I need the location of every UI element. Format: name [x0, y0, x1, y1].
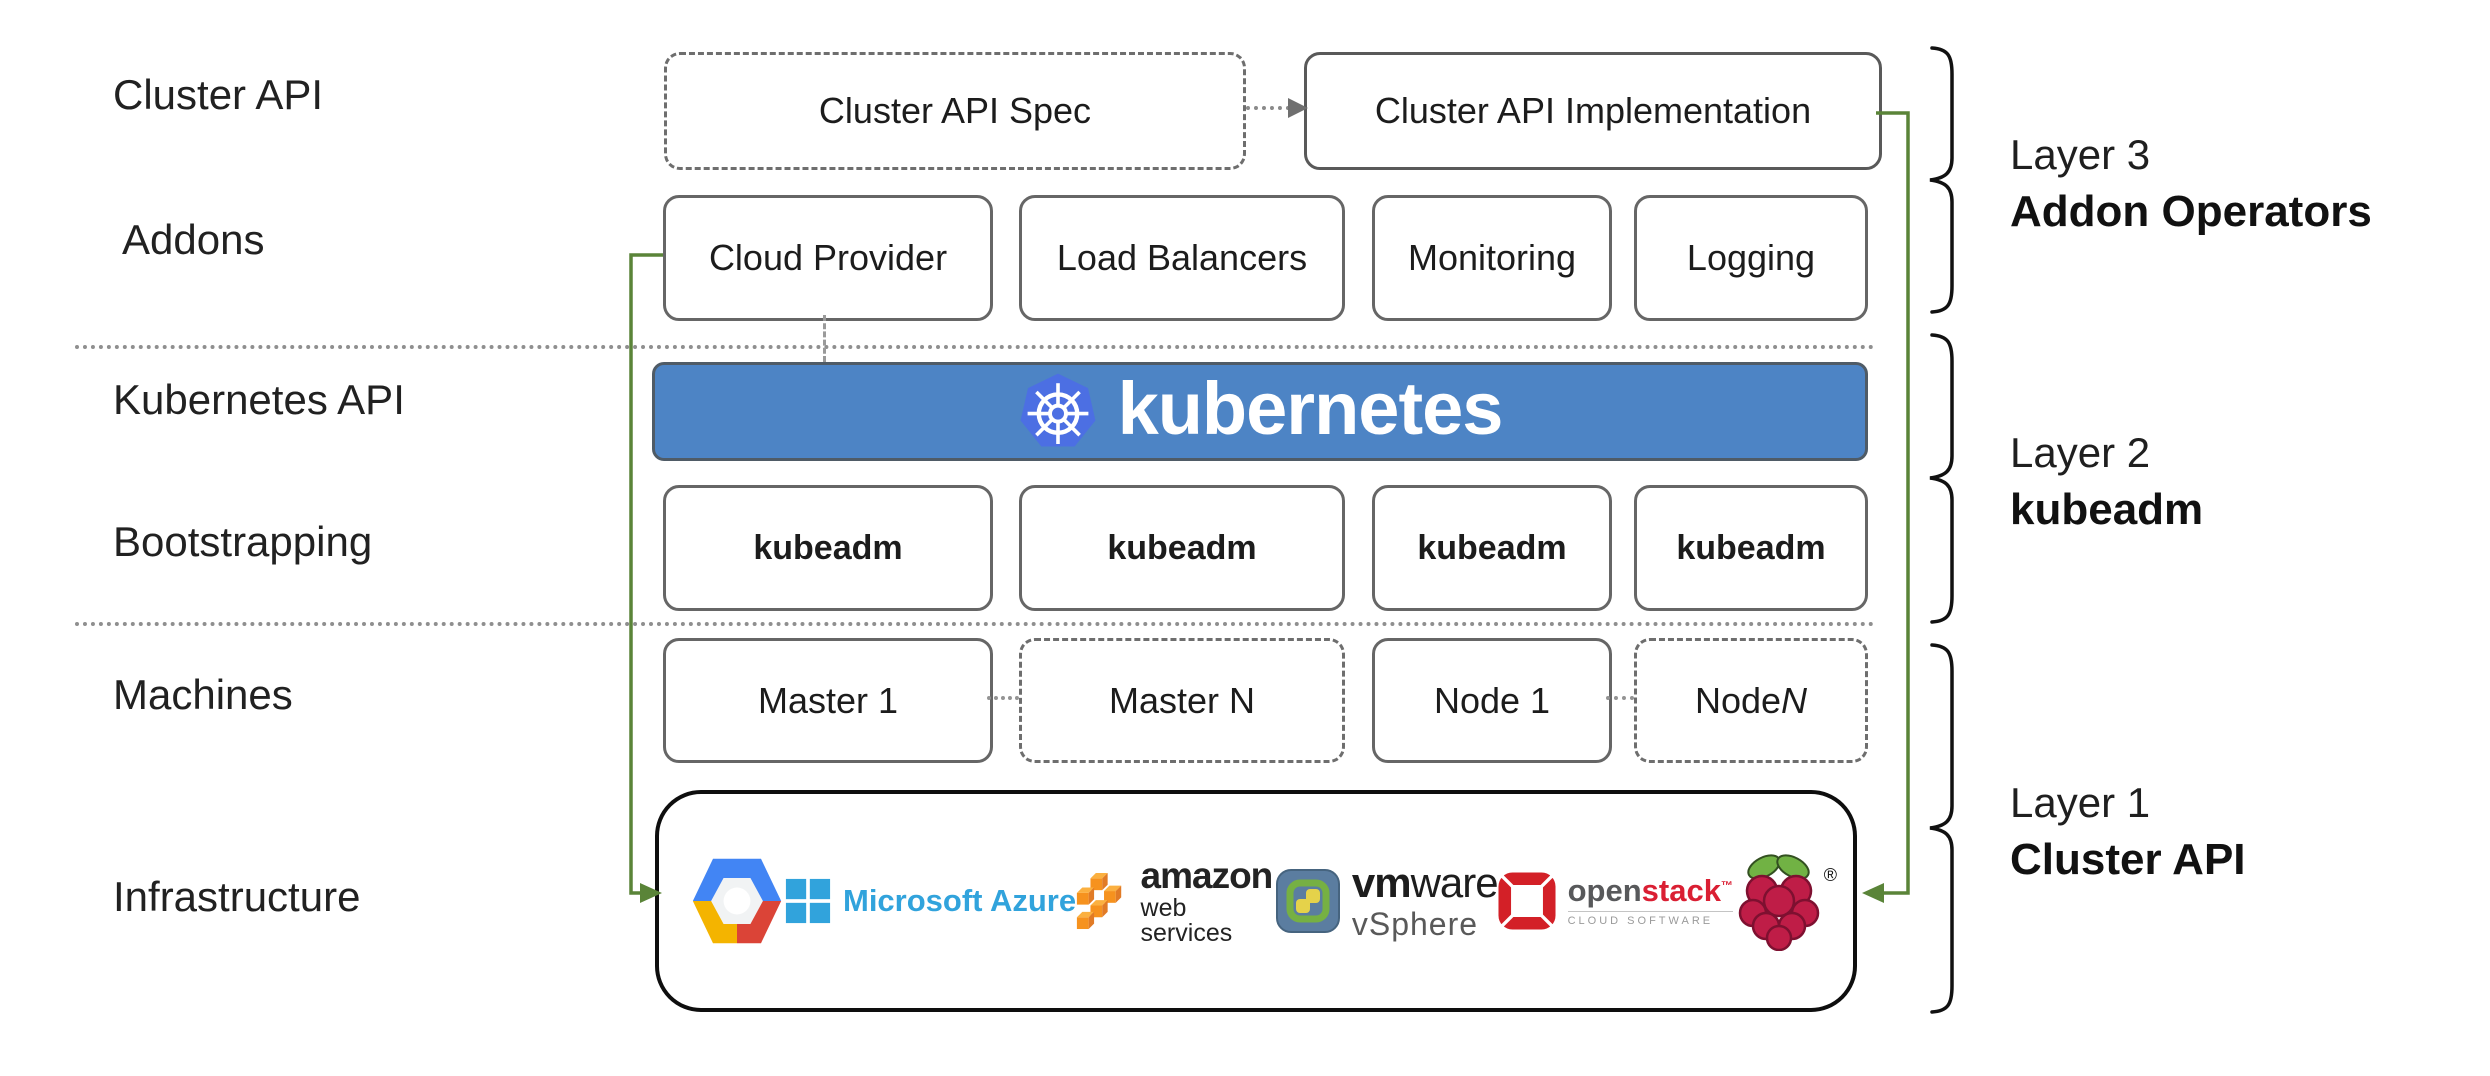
openstack-stack-text: stack	[1641, 873, 1721, 908]
machine-box-master-n: Master N	[1019, 638, 1345, 763]
openstack-tm-mark: ™	[1720, 878, 1733, 893]
aws-logo: amazon web services	[1076, 857, 1276, 946]
openstack-open-text: open	[1567, 873, 1642, 908]
implementation-to-infrastructure-line	[1876, 111, 1910, 895]
kubeadm-box-4: kubeadm	[1634, 485, 1868, 611]
layer1-subtitle: Cluster API	[2010, 834, 2246, 884]
row-label-addons: Addons	[122, 216, 265, 263]
layer2-label: Layer 2 kubeadm	[2010, 426, 2203, 538]
row-label-infrastructure: Infrastructure	[113, 873, 361, 920]
layer1-label: Layer 1 Cluster API	[2010, 776, 2246, 888]
layer3-label: Layer 3 Addon Operators	[2010, 128, 2372, 240]
master1-masterN-dotted-connector	[987, 696, 1019, 700]
addon-box-logging: Logging	[1634, 195, 1868, 321]
separator-addons-kubernetes	[75, 345, 1875, 349]
spec-to-implementation-arrowhead	[1288, 98, 1308, 118]
row-label-cluster-api: Cluster API	[113, 71, 324, 118]
machine-box-master-1: Master 1	[663, 638, 993, 763]
vmware-vm-bold: vm	[1351, 859, 1412, 906]
layer2-title: Layer 2	[2010, 429, 2151, 476]
layer1-bracket	[1929, 643, 1954, 1014]
addon-box-load-balancers: Load Balancers	[1019, 195, 1345, 321]
left-green-arrowhead	[640, 883, 662, 903]
azure-window-icon	[785, 878, 831, 924]
machine-box-node-1: Node 1	[1372, 638, 1612, 763]
layer3-title: Layer 3	[2010, 131, 2151, 178]
cluster-api-implementation-box: Cluster API Implementation	[1304, 52, 1882, 170]
infrastructure-box: Microsoft Azure amazon web services	[655, 790, 1857, 1012]
openstack-tagline: CLOUD SOFTWARE	[1567, 911, 1733, 927]
kubeadm-box-2: kubeadm	[1019, 485, 1345, 611]
kubernetes-banner: kubernetes	[652, 362, 1868, 461]
machine-node-n-variable: N	[1781, 679, 1808, 721]
kubernetes-helm-logo-icon	[1018, 371, 1098, 453]
vsphere-icon	[1275, 869, 1340, 933]
cloud-provider-to-infrastructure-line	[629, 253, 663, 895]
openstack-ring-icon	[1498, 872, 1556, 930]
raspberry-icon	[1738, 854, 1820, 951]
google-cloud-logo	[689, 853, 785, 949]
microsoft-azure-logo: Microsoft Azure	[785, 878, 1076, 924]
amazon-wordmark: amazon	[1140, 854, 1274, 896]
separator-bootstrapping-machines	[75, 622, 1875, 626]
row-label-machines: Machines	[113, 671, 293, 718]
spec-to-implementation-dotted-line	[1246, 106, 1290, 110]
cloud-provider-to-kubernetes-connector	[823, 315, 826, 362]
layer1-title: Layer 1	[2010, 779, 2151, 826]
openstack-logo: openstack™ CLOUD SOFTWARE	[1498, 872, 1733, 930]
raspberry-registered-mark: ®	[1823, 865, 1837, 885]
kubeadm-box-1: kubeadm	[663, 485, 993, 611]
raspberry-pi-logo: ®	[1733, 851, 1837, 951]
addon-box-monitoring: Monitoring	[1372, 195, 1612, 321]
row-label-bootstrapping: Bootstrapping	[113, 518, 373, 565]
vsphere-product-text: vSphere	[1351, 906, 1479, 942]
node1-nodeN-dotted-connector	[1606, 696, 1634, 700]
azure-wordmark: Microsoft Azure	[843, 883, 1077, 918]
kubernetes-wordmark: kubernetes	[1117, 366, 1504, 450]
kubeadm-box-3: kubeadm	[1372, 485, 1612, 611]
google-cloud-hexagon-icon	[692, 858, 782, 944]
vmware-vsphere-logo: vmware vSphere	[1275, 859, 1499, 942]
machine-box-node-n: Node N	[1634, 638, 1868, 763]
layer3-subtitle: Addon Operators	[2010, 186, 2372, 236]
cluster-api-spec-box: Cluster API Spec	[664, 52, 1246, 170]
layer2-bracket	[1929, 333, 1954, 624]
addon-box-cloud-provider: Cloud Provider	[663, 195, 993, 321]
layer3-bracket	[1929, 46, 1954, 314]
aws-web-services-text: web services	[1140, 893, 1233, 947]
vmware-ware-text: ware	[1410, 859, 1499, 906]
aws-cubes-icon	[1076, 872, 1122, 930]
right-green-arrowhead	[1862, 883, 1884, 903]
layer2-subtitle: kubeadm	[2010, 484, 2204, 534]
row-label-kubernetes-api: Kubernetes API	[113, 376, 405, 423]
machine-node-n-prefix: Node	[1694, 679, 1782, 721]
